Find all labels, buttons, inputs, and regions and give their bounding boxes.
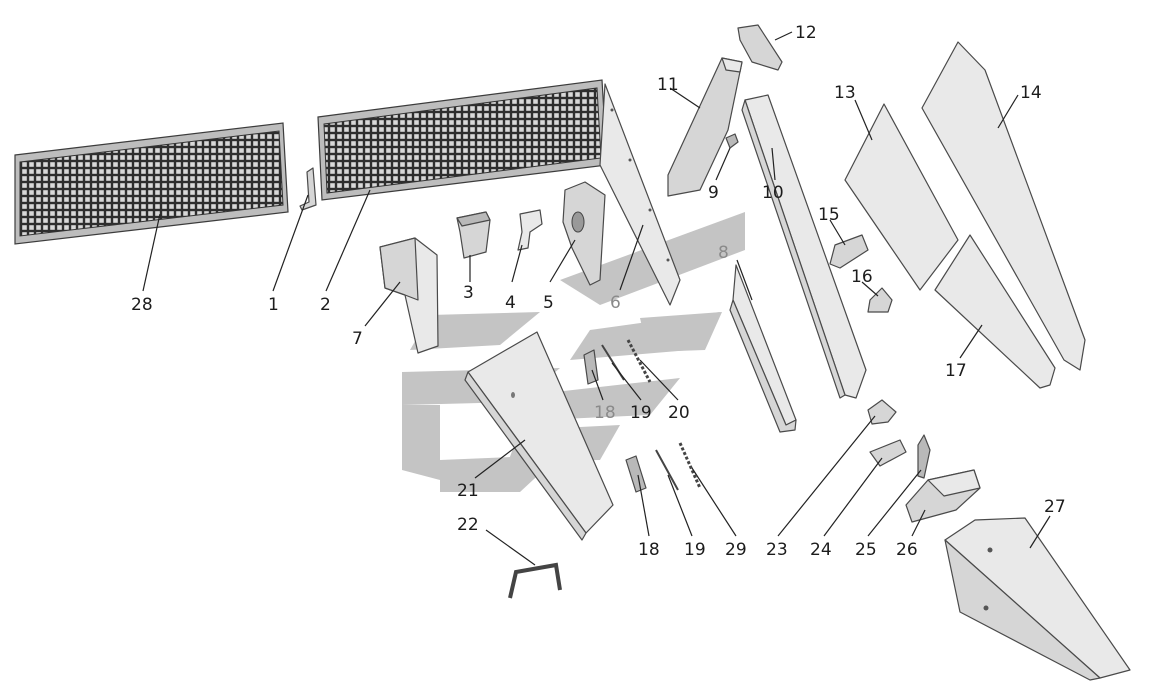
part-26-housing bbox=[905, 469, 981, 523]
part-23-bracket bbox=[867, 399, 897, 425]
callout-14: 14 bbox=[1020, 83, 1042, 103]
callout-19-upper: 19 bbox=[630, 403, 652, 423]
part-7-cover bbox=[379, 237, 439, 354]
callout-24: 24 bbox=[810, 540, 832, 560]
part-20-chain bbox=[626, 339, 652, 383]
callout-3: 3 bbox=[463, 283, 474, 303]
callout-18-upper: 18 bbox=[594, 403, 616, 423]
leader-lines bbox=[142, 31, 1051, 566]
callout-15: 15 bbox=[818, 205, 840, 225]
callout-21: 21 bbox=[457, 481, 479, 501]
part-9-fastener bbox=[725, 133, 739, 149]
part-2-mesh-panel bbox=[317, 79, 608, 201]
part-25-bracket bbox=[917, 434, 931, 479]
part-12-bracket bbox=[737, 24, 783, 71]
callout-26: 26 bbox=[896, 540, 918, 560]
callout-16: 16 bbox=[851, 267, 873, 287]
part-3-cover bbox=[456, 211, 491, 259]
callout-4: 4 bbox=[505, 293, 516, 313]
part-17-panel bbox=[934, 234, 1056, 389]
part-19-lower-rod bbox=[655, 449, 679, 491]
part-6-side-panel bbox=[599, 83, 681, 306]
part-28-mesh-panel bbox=[14, 122, 289, 245]
callout-23: 23 bbox=[766, 540, 788, 560]
callout-20: 20 bbox=[668, 403, 690, 423]
part-16-bracket bbox=[867, 287, 893, 313]
part-5-bracket bbox=[562, 181, 606, 286]
callout-5: 5 bbox=[543, 293, 554, 313]
callout-29: 29 bbox=[725, 540, 747, 560]
part-29-chain bbox=[678, 442, 702, 489]
callout-2: 2 bbox=[320, 295, 331, 315]
part-15-bracket bbox=[829, 234, 869, 269]
part-14-panel bbox=[921, 41, 1086, 371]
callout-6: 6 bbox=[610, 293, 621, 313]
part-11-bracket bbox=[667, 57, 743, 197]
part-18-lower-clip bbox=[625, 455, 647, 493]
callout-12: 12 bbox=[795, 23, 817, 43]
callout-13: 13 bbox=[834, 83, 856, 103]
part-8-panel bbox=[729, 264, 797, 433]
callout-7: 7 bbox=[352, 329, 363, 349]
callout-18-lower: 18 bbox=[638, 540, 660, 560]
callout-10: 10 bbox=[762, 183, 784, 203]
callout-25: 25 bbox=[855, 540, 877, 560]
part-4-bracket bbox=[517, 209, 543, 251]
part-27-chute bbox=[944, 517, 1131, 681]
part-22-handle bbox=[508, 562, 562, 599]
part-13-panel bbox=[844, 103, 959, 291]
callout-27: 27 bbox=[1044, 497, 1066, 517]
callout-22: 22 bbox=[457, 515, 479, 535]
part-21-panel bbox=[464, 331, 614, 541]
part-24-bracket bbox=[869, 439, 907, 467]
callout-11: 11 bbox=[657, 75, 679, 95]
part-10-channel bbox=[741, 94, 867, 399]
callout-1: 1 bbox=[268, 295, 279, 315]
callout-17: 17 bbox=[945, 361, 967, 381]
callout-8: 8 bbox=[718, 243, 729, 263]
callout-28: 28 bbox=[131, 295, 153, 315]
callout-9: 9 bbox=[708, 183, 719, 203]
callout-labels: 28 1 2 3 4 5 6 7 8 9 10 11 12 13 14 15 1… bbox=[131, 23, 1066, 560]
part-1-bracket bbox=[299, 167, 317, 211]
callout-19-lower: 19 bbox=[684, 540, 706, 560]
